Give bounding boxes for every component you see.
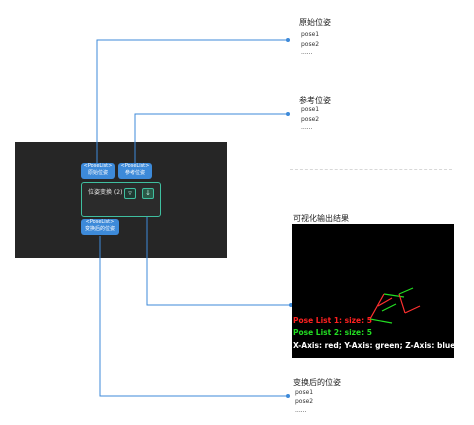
pin-icon[interactable]: ↓ bbox=[142, 188, 154, 199]
viz-line-1: Pose List 1: size: 5 bbox=[293, 316, 372, 325]
output-port-transformed-pose[interactable]: <PoseList> 变换后的位姿 bbox=[81, 219, 119, 235]
visualization-panel: Pose List 1: size: 5 Pose List 2: size: … bbox=[292, 224, 456, 358]
connector-viz-output bbox=[146, 194, 291, 306]
pose-axis bbox=[381, 303, 397, 312]
port-type: <PoseList> bbox=[85, 219, 115, 225]
port-type: <PoseList> bbox=[120, 163, 150, 169]
visualize-icon[interactable]: ▿ bbox=[124, 188, 136, 199]
original-pose-item: pose1 bbox=[301, 31, 320, 38]
port-label: 原始位姿 bbox=[87, 170, 108, 176]
anchor-original bbox=[286, 38, 290, 42]
original-pose-item: pose2 bbox=[301, 41, 320, 48]
transformed-pose-title: 变换后的位姿 bbox=[293, 378, 341, 387]
reference-pose-item: ...... bbox=[301, 124, 313, 131]
connector-transformed-pose bbox=[99, 236, 288, 397]
pose-axis bbox=[369, 293, 385, 320]
pose-axis bbox=[398, 293, 406, 314]
pose-axes-plot bbox=[369, 287, 421, 324]
divider bbox=[290, 169, 452, 170]
port-label: 变换后的位姿 bbox=[84, 226, 115, 232]
pose-axis bbox=[404, 305, 421, 314]
visualization-title: 可视化输出结果 bbox=[293, 214, 349, 223]
reference-pose-title: 参考位姿 bbox=[299, 96, 331, 105]
pose-axis bbox=[377, 297, 393, 307]
reference-pose-item: pose1 bbox=[301, 106, 320, 113]
pose-axis bbox=[383, 293, 405, 298]
port-label: 参考位姿 bbox=[124, 170, 145, 176]
pose-transform-node[interactable]: 位姿变换 (2) ▿ ↓ bbox=[81, 182, 161, 217]
connector-reference-pose bbox=[134, 113, 288, 163]
transformed-pose-item: pose1 bbox=[295, 389, 314, 396]
node-title: 位姿变换 (2) bbox=[88, 189, 123, 196]
transformed-pose-item: ...... bbox=[295, 407, 307, 414]
pose-axis bbox=[369, 318, 393, 324]
anchor-transformed bbox=[286, 394, 290, 398]
reference-pose-item: pose2 bbox=[301, 116, 320, 123]
viz-line-3: X-Axis: red; Y-Axis: green; Z-Axis: blue bbox=[293, 341, 456, 350]
input-port-reference-pose[interactable]: <PoseList> 参考位姿 bbox=[118, 163, 152, 179]
original-pose-item: ...... bbox=[301, 49, 313, 56]
anchor-reference bbox=[286, 112, 290, 116]
port-type: <PoseList> bbox=[83, 163, 113, 169]
viz-line-2: Pose List 2: size: 5 bbox=[293, 328, 372, 337]
input-port-original-pose[interactable]: <PoseList> 原始位姿 bbox=[81, 163, 115, 179]
original-pose-title: 原始位姿 bbox=[299, 18, 331, 27]
connector-original-pose bbox=[96, 39, 288, 163]
transformed-pose-item: pose2 bbox=[295, 398, 314, 405]
pose-axis bbox=[398, 287, 414, 295]
